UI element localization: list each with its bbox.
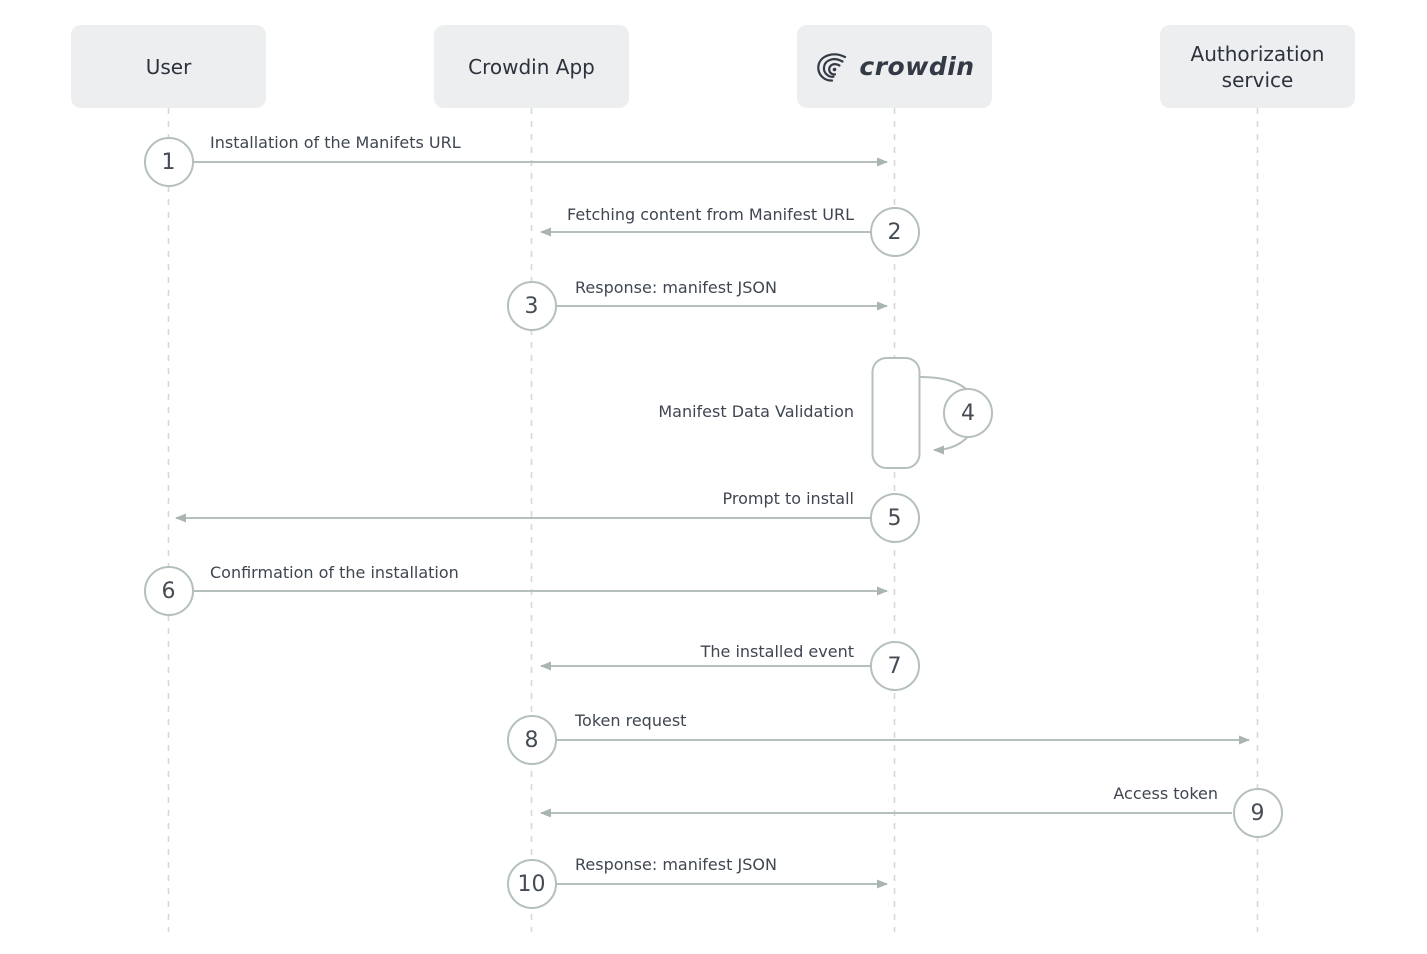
- message-label-7: The installed event: [700, 642, 854, 661]
- step-circle-9: 9: [1232, 788, 1283, 838]
- message-label-1: Installation of the Manifets URL: [210, 133, 461, 152]
- actor-authorization-service-label: Authorization service: [1190, 41, 1325, 92]
- actor-crowdin-app-label: Crowdin App: [468, 54, 595, 79]
- message-label-9: Access token: [1113, 784, 1218, 803]
- crowdin-logo-wordmark: crowdin: [859, 51, 975, 81]
- message-label-4: Manifest Data Validation: [658, 402, 854, 421]
- message-label-8: Token request: [575, 711, 687, 730]
- step-circle-8: 8: [506, 715, 557, 765]
- step-circle-10: 10: [506, 859, 557, 909]
- crowdin-logo-bird-icon: [817, 52, 847, 82]
- message-label-10: Response: manifest JSON: [575, 855, 777, 874]
- step-circle-6: 6: [143, 566, 194, 616]
- step-circle-7: 7: [869, 641, 920, 691]
- message-label-5: Prompt to install: [722, 489, 854, 508]
- message-label-3: Response: manifest JSON: [575, 278, 777, 297]
- message-label-2: Fetching content from Manifest URL: [567, 205, 854, 224]
- actor-user-label: User: [145, 54, 192, 79]
- step-circle-5: 5: [869, 493, 920, 543]
- crowdin-logo: crowdin: [814, 52, 974, 82]
- activation-box: [871, 357, 921, 469]
- step-circle-1: 1: [143, 137, 194, 187]
- actor-user: User: [71, 25, 266, 108]
- step-circle-2: 2: [869, 207, 920, 257]
- actor-crowdin: crowdin: [797, 25, 992, 108]
- actor-authorization-service: Authorization service: [1160, 25, 1355, 108]
- actor-crowdin-app: Crowdin App: [434, 25, 629, 108]
- step-circle-3: 3: [506, 281, 557, 331]
- step-circle-4: 4: [943, 388, 993, 438]
- message-label-6: Confirmation of the installation: [210, 563, 459, 582]
